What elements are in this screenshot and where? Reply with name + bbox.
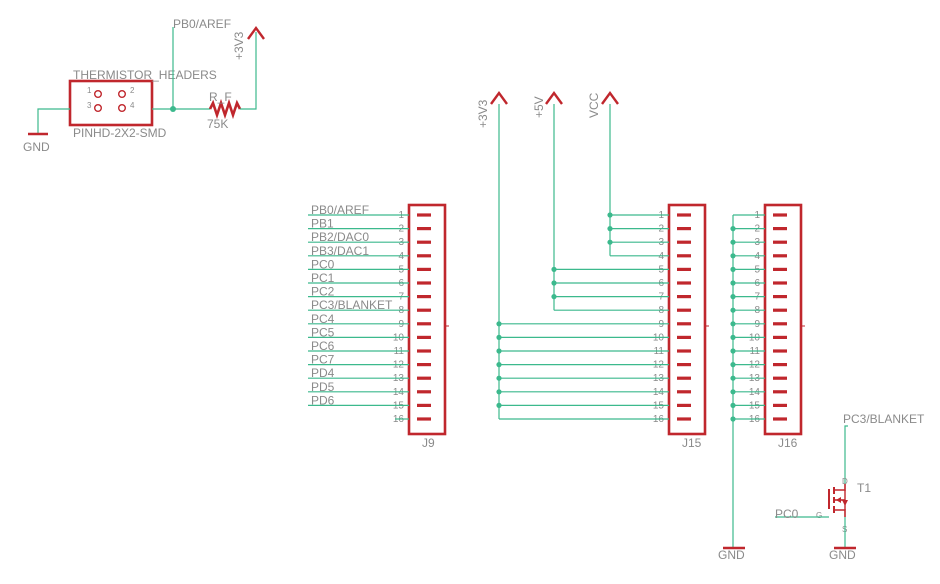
supply-arrow-vcc [601,90,619,105]
j15-junction [607,239,613,245]
j16-junction [730,402,736,408]
j15-body[interactable] [667,203,707,436]
j16-junction [730,375,736,381]
j9-net-label: PC0 [311,257,335,271]
supply-label-3v3-top: +3V3 [232,31,246,60]
j9-net-label: PD5 [311,380,335,394]
j9-ref: J9 [422,436,435,450]
j15-junction [496,321,502,327]
thermistor-header-name: THERMISTOR_HEADERS [73,68,217,82]
j9-body[interactable] [407,203,447,436]
header-pin-2-label: 2 [130,86,135,95]
j15-junction [551,294,557,300]
header-pin-1 [93,89,102,98]
j15-junction [496,389,502,395]
header-pin-3 [93,103,102,112]
j15-junction [496,348,502,354]
gnd-label-mosfet: GND [829,548,856,562]
mosfet-drain-pin: D [842,477,848,486]
j16-junction [730,362,736,368]
header-pin-3-label: 3 [87,101,92,110]
j9-net-label: PC7 [311,353,335,367]
drain-wire [844,425,848,484]
j16-junction [730,226,736,232]
supply-section: +3V3 +5V VCC [476,90,619,128]
j9-net-label: PC4 [311,312,335,326]
thermistor-header-section: THERMISTOR_HEADERS PINHD-2X2-SMD 1 2 3 4… [23,17,265,154]
pc3-blanket-net-label: PC3/BLANKET [843,412,925,426]
j16-junction [730,334,736,340]
j16-junction [730,348,736,354]
supply-arrow-5v [545,90,563,105]
j16-junction [730,280,736,286]
supply-label-3v3: +3V3 [476,99,490,128]
j9-net-label: PC2 [311,285,335,299]
j15-junction [607,226,613,232]
supply-label-5v: +5V [532,96,546,118]
mosfet-gate-pin: G [816,511,822,520]
j16-junction [730,307,736,313]
connector-j9[interactable]: J912345678910111213141516PB0/AREFPB1PB2/… [308,203,449,450]
gnd-label-j16: GND [718,548,745,562]
mosfet-t1[interactable]: PC3/BLANKET D G S T1 PC0 GND [775,412,925,562]
header-pin-4-label: 4 [130,101,135,110]
j15-junction [496,375,502,381]
j16-junction [730,253,736,259]
j9-net-label: PC3/BLANKET [311,298,393,312]
j9-net-label: PB1 [311,217,334,231]
mosfet-arrow [836,497,841,503]
j9-net-label: PB0/AREF [311,203,369,217]
mosfet-ref: T1 [857,481,871,495]
header-pin-1-label: 1 [87,86,92,95]
j9-net-label: PD4 [311,366,335,380]
mosfet-diode-arrow [842,500,848,506]
resistor-r-f[interactable] [208,98,242,120]
j15-junction [551,266,557,272]
pb0-aref-net-label: PB0/AREF [173,17,231,31]
j9-net-label: PC1 [311,271,335,285]
supply-label-vcc: VCC [587,92,601,118]
j15-junction [496,334,502,340]
j9-net-label: PB2/DAC0 [311,230,369,244]
j15-junction [496,402,502,408]
j9-net-label: PC5 [311,325,335,339]
j16-gnd: GND [718,546,745,562]
j16-junction [730,294,736,300]
gnd-label-left: GND [23,140,50,154]
gnd-wire-left [37,108,70,134]
j15-junction [607,212,613,218]
j16-junction [730,321,736,327]
j15-ref: J15 [682,436,702,450]
j16-junction [730,416,736,422]
j15-junction [496,362,502,368]
j15-junction [551,280,557,286]
j16-body[interactable] [763,203,803,436]
j16-junction [730,389,736,395]
resistor-name: R_F [209,90,232,104]
resistor-to-3v3-wire [240,32,257,110]
pc0-net-label: PC0 [775,507,799,521]
thermistor-header-body[interactable] [68,79,154,127]
thermistor-header-package: PINHD-2X2-SMD [73,126,167,140]
j9-net-label: PB3/DAC1 [311,244,369,258]
resistor-value: 75K [207,117,228,131]
header-pin-4 [117,103,126,112]
supply-arrow-3v3 [490,90,508,105]
supply-arrow-3v3-top [247,25,265,40]
j16-ref: J16 [778,436,798,450]
j9-net-label: PD6 [311,393,335,407]
j16-junction [730,266,736,272]
j9-net-label: PC6 [311,339,335,353]
mosfet-source-lead [834,509,846,517]
header-pin-2 [117,89,126,98]
j16-junction [730,239,736,245]
